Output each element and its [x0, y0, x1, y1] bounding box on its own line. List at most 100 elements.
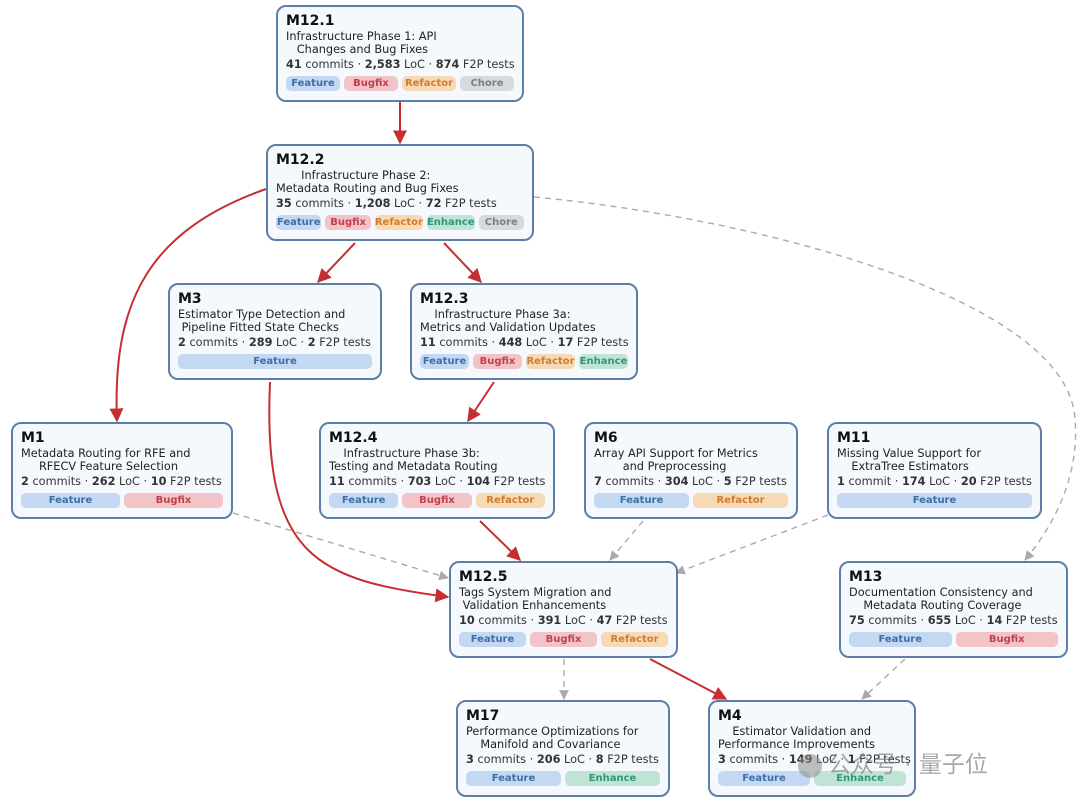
milestone-id: M12.4 — [329, 430, 378, 446]
f2p-count: 14 — [986, 614, 1003, 627]
separator: · — [526, 753, 537, 766]
edge-n1-to-n12-5 — [232, 512, 449, 581]
loc-label: LoC — [692, 475, 713, 488]
tag-enhance: Enhance — [426, 215, 475, 230]
milestone-node-n12-3[interactable]: M12.3 Infrastructure Phase 3a: Metrics a… — [410, 283, 638, 380]
milestone-id: M12.1 — [286, 13, 335, 29]
milestone-stats: 2 commits · 289 LoC · 2 F2P tests — [178, 335, 372, 350]
tag-bugfix: Bugfix — [473, 354, 522, 369]
tag-refactor: Refactor — [601, 632, 668, 647]
separator: · — [654, 475, 665, 488]
commit-unit: commits — [189, 336, 239, 349]
milestone-title: Performance Optimizations for Manifold a… — [466, 725, 639, 751]
loc-label: LoC — [119, 475, 140, 488]
f2p-label: F2P tests — [607, 753, 659, 766]
f2p-label: F2P tests — [170, 475, 222, 488]
edge-n12-2-to-n13 — [533, 196, 1077, 561]
tag-feature: Feature — [276, 215, 322, 230]
milestone-stats: 10 commits · 391 LoC · 47 F2P tests — [459, 613, 668, 628]
f2p-count: 2 — [307, 336, 316, 349]
milestone-id: M3 — [178, 291, 202, 307]
milestone-id: M11 — [837, 430, 871, 446]
loc-count: 1,208 — [354, 197, 391, 210]
milestone-id: M17 — [466, 708, 500, 724]
commit-count: 75 — [849, 614, 865, 627]
separator: · — [487, 336, 499, 349]
edge-n12-3-to-n12-4 — [467, 381, 495, 423]
commit-count: 11 — [420, 336, 436, 349]
milestone-stats: 2 commits · 262 LoC · 10 F2P tests — [21, 474, 223, 489]
tag-bugfix: Bugfix — [402, 493, 472, 508]
tag-row: Feature — [837, 493, 1032, 508]
watermark: 公众号 · 量子位 — [798, 745, 988, 779]
tag-feature: Feature — [21, 493, 120, 508]
milestone-title: Infrastructure Phase 3b: Testing and Met… — [329, 447, 498, 473]
milestone-stats: 1 commit · 174 LoC · 20 F2P tests — [837, 474, 1032, 489]
f2p-label: F2P tests — [859, 753, 911, 766]
f2p-label: F2P tests — [735, 475, 787, 488]
f2p-count: 104 — [466, 475, 491, 488]
f2p-label: F2P tests — [576, 336, 629, 349]
loc-label: LoC — [954, 614, 976, 627]
f2p-label: F2P tests — [493, 475, 546, 488]
milestone-node-n4[interactable]: M4 Estimator Validation and Performance … — [708, 700, 916, 797]
milestone-node-n12-2[interactable]: M12.2 Infrastructure Phase 2: Metadata R… — [266, 144, 534, 241]
commit-unit: commits — [605, 475, 655, 488]
tag-refactor: Refactor — [374, 215, 423, 230]
commit-count: 10 — [459, 614, 475, 627]
f2p-count: 8 — [595, 753, 604, 766]
f2p-label: F2P tests — [1005, 614, 1058, 627]
f2p-count: 10 — [150, 475, 167, 488]
milestone-id: M6 — [594, 430, 618, 446]
tag-feature: Feature — [420, 354, 469, 369]
loc-label: LoC — [929, 475, 951, 488]
edge-n12-4-to-n12-5 — [479, 520, 522, 561]
f2p-label: F2P tests — [615, 614, 668, 627]
edge-n13-to-n4 — [861, 658, 906, 700]
separator: · — [424, 58, 436, 71]
edge-n12-5-to-n4 — [649, 658, 728, 700]
milestone-title: Metadata Routing for RFE and RFECV Featu… — [21, 447, 191, 473]
loc-label: LoC — [276, 336, 297, 349]
separator: · — [584, 753, 596, 766]
loc-label: LoC — [564, 614, 586, 627]
loc-count: 289 — [248, 336, 273, 349]
separator: · — [455, 475, 467, 488]
commit-count: 1 — [837, 475, 845, 488]
milestone-stats: 11 commits · 703 LoC · 104 F2P tests — [329, 474, 545, 489]
separator: · — [81, 475, 92, 488]
milestone-node-n12-4[interactable]: M12.4 Infrastructure Phase 3b: Testing a… — [319, 422, 555, 519]
milestone-id: M13 — [849, 569, 883, 585]
f2p-count: 5 — [723, 475, 732, 488]
milestone-title: Infrastructure Phase 2: Metadata Routing… — [276, 169, 459, 195]
f2p-count: 47 — [596, 614, 613, 627]
milestone-stats: 41 commits · 2,583 LoC · 874 F2P tests — [286, 57, 515, 72]
commit-count: 2 — [178, 336, 186, 349]
tag-row: Feature — [178, 354, 372, 369]
milestone-title: Missing Value Support for ExtraTree Esti… — [837, 447, 982, 473]
loc-count: 391 — [537, 614, 562, 627]
f2p-count: 874 — [435, 58, 460, 71]
commit-count: 2 — [21, 475, 29, 488]
tag-chore: Chore — [478, 215, 525, 230]
tag-enhance: Enhance — [579, 354, 628, 369]
separator: · — [975, 614, 987, 627]
milestone-stats: 11 commits · 448 LoC · 17 F2P tests — [420, 335, 629, 350]
milestone-title: Array API Support for Metrics and Prepro… — [594, 447, 758, 473]
milestone-title: Infrastructure Phase 3a: Metrics and Val… — [420, 308, 596, 334]
tag-enhance: Enhance — [814, 771, 906, 786]
